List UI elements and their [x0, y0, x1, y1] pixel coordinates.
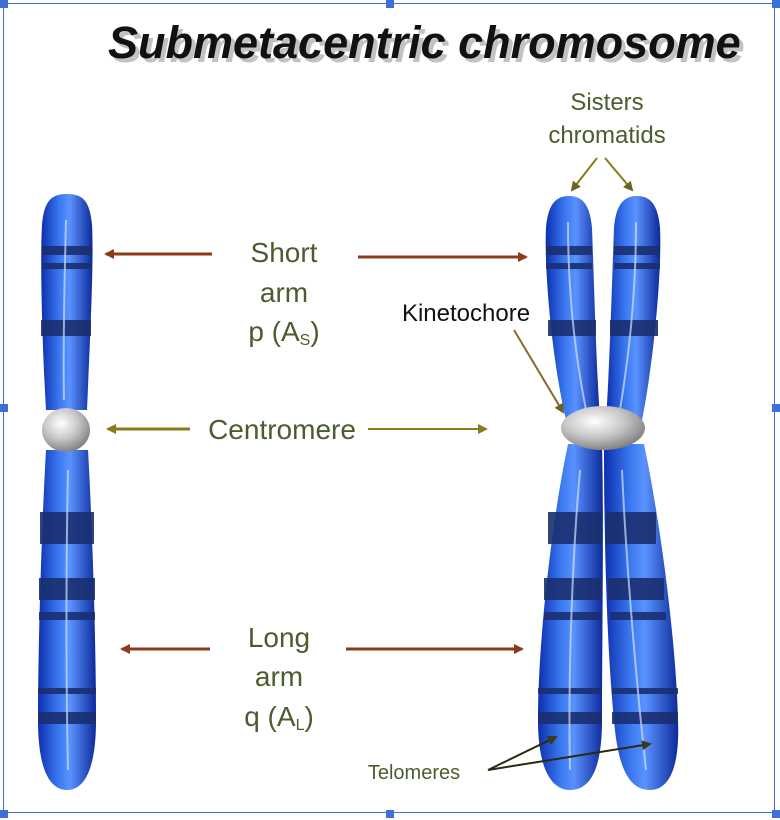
- left-centromere: [42, 408, 90, 452]
- centromere-label: Centromere: [208, 414, 356, 445]
- resize-handle-bottom-center[interactable]: [386, 810, 394, 818]
- right-chromatid-a-short-arm: [545, 196, 600, 420]
- right-highlights: [567, 221, 647, 771]
- left-highlight: [62, 219, 69, 771]
- sisters-label-line2: chromatids: [548, 122, 665, 149]
- resize-handle-top-left[interactable]: [0, 0, 8, 8]
- resize-handle-bottom-left[interactable]: [0, 810, 8, 818]
- telomeres-label: Telomeres: [368, 762, 460, 784]
- resize-handle-bottom-right[interactable]: [772, 810, 780, 818]
- left-chromosome: [38, 194, 96, 790]
- telomeres-arrow-a: [487, 735, 558, 771]
- resize-handle-mid-right[interactable]: [772, 404, 780, 412]
- kinetochore-label: Kinetochore: [402, 300, 530, 327]
- sisters-label-line1: Sisters: [570, 89, 643, 116]
- left-short-arm: [41, 194, 93, 410]
- telomeres-arrow-b: [487, 740, 652, 771]
- title-shadow: Submetacentric chromosome: [112, 21, 745, 72]
- long-arm-label-line2: arm: [255, 661, 303, 692]
- resize-handle-top-right[interactable]: [772, 0, 780, 8]
- right-bands: [538, 246, 678, 724]
- title: Submetacentric chromosome: [108, 17, 741, 68]
- arrows: [104, 157, 652, 771]
- sisters-arrow-a: [570, 157, 598, 192]
- kinetochore-arrow: [513, 329, 565, 414]
- right-chromosome: [538, 196, 679, 790]
- sisters-arrow-b: [604, 157, 634, 192]
- resize-handle-mid-left[interactable]: [0, 404, 8, 412]
- right-centromere: [561, 406, 645, 450]
- short-arm-label-line2: arm: [260, 277, 308, 308]
- long-arm-label-line3: q (AL): [244, 701, 314, 734]
- short-arm-label-line1: Short: [251, 237, 318, 268]
- resize-handle-top-center[interactable]: [386, 0, 394, 8]
- long-arm-label-line1: Long: [248, 622, 310, 653]
- short-arm-label-line3: p (AS): [248, 316, 319, 349]
- labels: Sisters chromatids Short arm p (AS) Kine…: [208, 89, 666, 784]
